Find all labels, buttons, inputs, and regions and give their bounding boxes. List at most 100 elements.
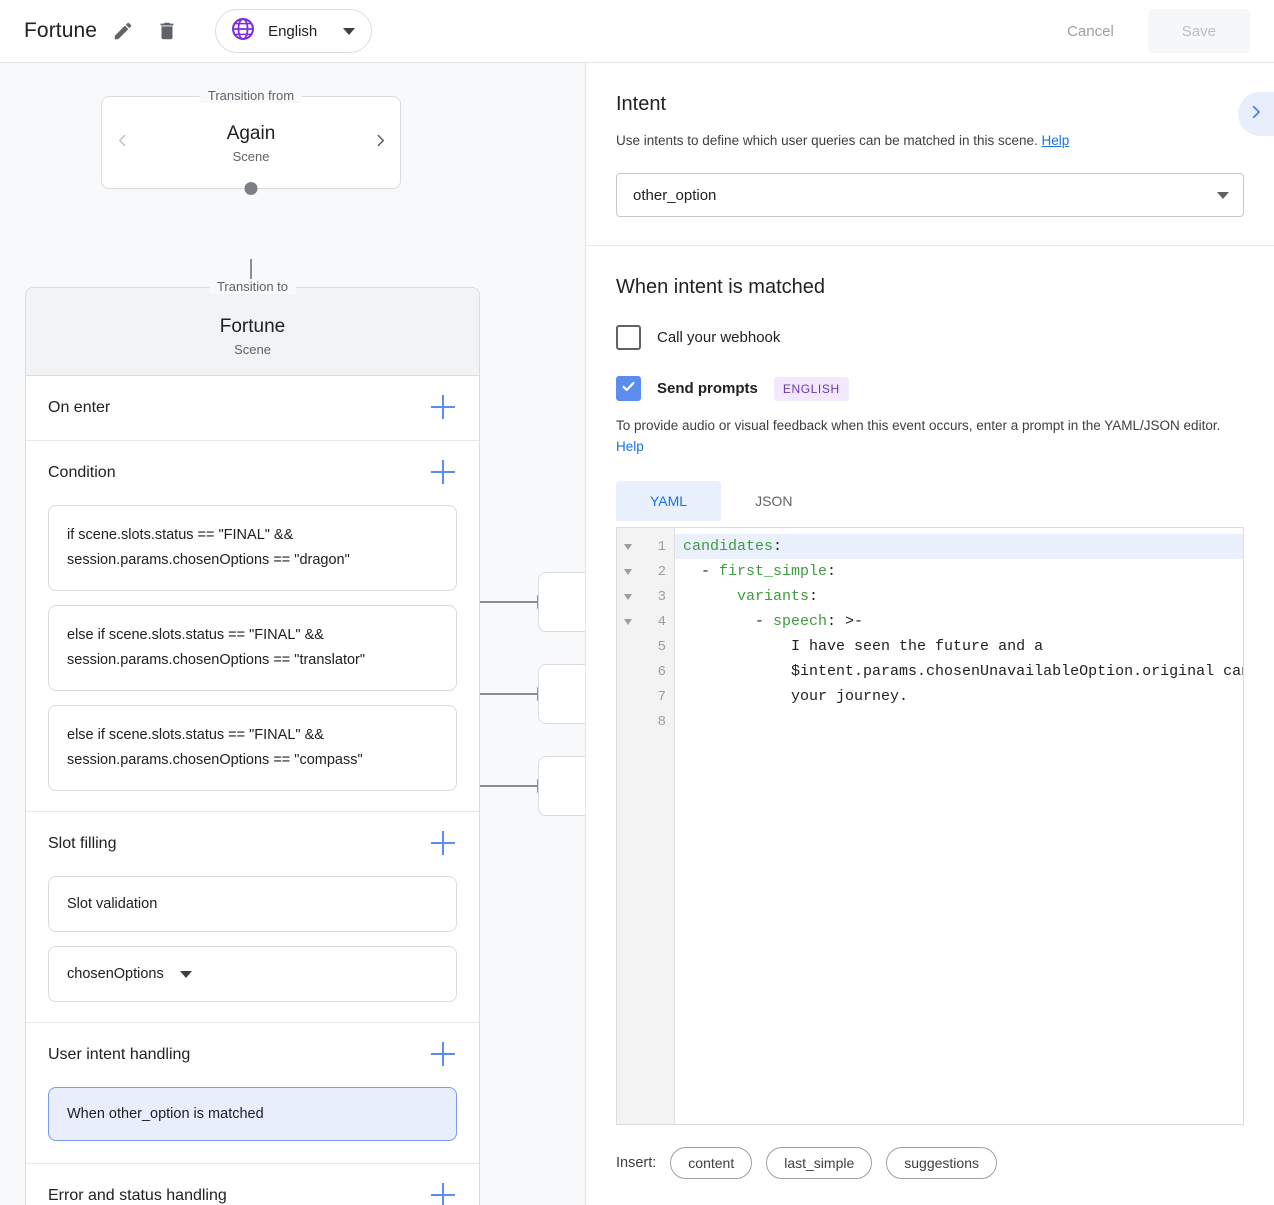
code-line: - first_simple: [683,563,837,580]
transition-from-card[interactable]: Transition from Again Scene [101,88,401,195]
gutter-line: 7 [617,684,674,709]
slot-validation-card[interactable]: Slot validation [48,876,457,932]
chevron-right-icon [372,132,389,154]
condition-card[interactable]: else if scene.slots.status == "FINAL" &&… [48,605,457,691]
add-condition-button[interactable] [431,460,457,486]
intent-description-text: Use intents to define which user queries… [616,133,1042,148]
fold-toggle-icon[interactable] [624,618,632,625]
insert-chip-suggestions[interactable]: suggestions [886,1147,997,1179]
expand-panel-button[interactable] [1238,92,1274,136]
add-user-intent-button[interactable] [431,1042,457,1068]
from-scene-name: Again [226,123,276,144]
user-intent-label: When other_option is matched [67,1106,264,1122]
webhook-row: Call your webhook [616,325,1244,350]
prompt-code-editor[interactable]: 1 2 3 4 5 6 7 8 candidates: - first_simp… [616,527,1244,1125]
section-title-condition: Condition [48,464,116,481]
gutter-line: 6 [617,659,674,684]
chevron-right-icon [1247,103,1265,126]
code-line: variants: [675,584,1243,609]
insert-chip-content[interactable]: content [670,1147,753,1179]
code-line [675,709,1243,734]
line-number: 4 [657,613,666,630]
call-webhook-checkbox[interactable] [616,325,641,350]
fold-toggle-icon[interactable] [624,568,632,575]
gutter-line: 2 [617,559,674,584]
edit-title-button[interactable] [105,13,141,49]
insert-label: Insert: [616,1155,657,1171]
add-slot-button[interactable] [431,831,457,857]
scene-graph-canvas: Transition from Again Scene [0,63,585,1205]
language-selector[interactable]: English [215,9,373,53]
code-line: - speech: >- [683,613,864,630]
check-icon [620,378,637,400]
pencil-icon [112,20,134,42]
save-button[interactable]: Save [1147,9,1250,53]
prompts-help-link[interactable]: Help [616,439,644,454]
condition-list: if scene.slots.status == "FINAL" && sess… [48,505,457,811]
to-scene-name: Fortune [219,316,286,337]
yaml-key: variants [737,588,810,605]
fold-toggle-icon[interactable] [624,543,632,550]
delete-scene-button[interactable] [149,13,185,49]
condition-target-card-2[interactable] [538,664,585,724]
language-label: English [268,22,318,40]
transition-from-legend: Transition from [199,88,303,103]
globe-icon [230,16,256,47]
intent-select[interactable]: other_option [616,173,1244,217]
yaml-key: speech [773,613,828,630]
prev-scene-button[interactable] [102,132,142,154]
add-on-enter-button[interactable] [431,395,457,421]
yaml-punct: : [773,538,783,555]
send-prompts-label: Send prompts [657,380,758,397]
condition-line-1: else if scene.slots.status == "FINAL" && [67,627,324,643]
editor-code-area[interactable]: candidates: - first_simple: variants: - … [675,528,1243,1124]
gutter-line: 3 [617,584,674,609]
intent-help-link[interactable]: Help [1041,133,1070,148]
condition-line-2: session.params.chosenOptions == "compass… [67,752,363,768]
section-title-user-intent-handling: User intent handling [48,1046,191,1063]
chevron-down-icon[interactable] [179,970,192,978]
to-scene-type: Scene [234,342,271,357]
line-number: 1 [657,538,666,555]
yaml-text: $intent.params.chosenUnavailableOption.o… [791,663,1243,680]
add-error-handler-button[interactable] [431,1183,457,1205]
yaml-key: candidates [683,538,774,555]
topbar-actions: Cancel Save [1043,9,1250,53]
detail-panel: Intent Use intents to define which user … [585,63,1274,1205]
condition-line-1: else if scene.slots.status == "FINAL" && [67,727,324,743]
insert-chip-last-simple[interactable]: last_simple [766,1147,873,1179]
condition-target-card-1[interactable] [538,572,585,632]
user-intent-list: When other_option is matched [48,1087,457,1163]
next-scene-button[interactable] [360,132,400,154]
tab-yaml[interactable]: YAML [616,481,722,521]
section-title-on-enter: On enter [48,399,111,416]
line-number: 5 [657,638,666,655]
slot-filling-list: Slot validation chosenOptions [48,876,457,1022]
condition-target-card-3[interactable] [538,756,585,816]
line-number: 2 [657,563,666,580]
slot-validation-label: Slot validation [67,896,158,912]
gutter-line: 1 [617,534,674,559]
yaml-punct: : [809,588,819,605]
tab-json[interactable]: JSON [755,493,793,509]
fold-toggle-icon[interactable] [624,593,632,600]
chevron-down-icon [343,27,356,35]
yaml-punct: : >- [827,613,864,630]
gutter-line: 5 [617,634,674,659]
slot-card-chosen-options[interactable]: chosenOptions [48,946,457,1002]
from-scene-info: Again Scene [142,121,360,164]
scene-detail-panel: Transition to Fortune Scene On enter Con… [25,279,480,1205]
send-prompts-checkbox[interactable] [616,376,641,401]
section-on-enter: On enter [26,376,479,441]
connector-line [465,692,539,695]
condition-line-1: if scene.slots.status == "FINAL" && [67,527,294,543]
cancel-button[interactable]: Cancel [1043,9,1138,53]
condition-line-2: session.params.chosenOptions == "transla… [67,652,366,668]
condition-card[interactable]: if scene.slots.status == "FINAL" && sess… [48,505,457,591]
condition-card[interactable]: else if scene.slots.status == "FINAL" &&… [48,705,457,791]
chevron-left-icon [114,132,131,154]
editor-format-tabs: YAML JSON [616,481,1244,521]
section-slot-filling: Slot filling Slot validation chosenOptio… [26,812,479,1023]
prompts-helper-body: To provide audio or visual feedback when… [616,418,1221,433]
user-intent-card-selected[interactable]: When other_option is matched [48,1087,457,1141]
